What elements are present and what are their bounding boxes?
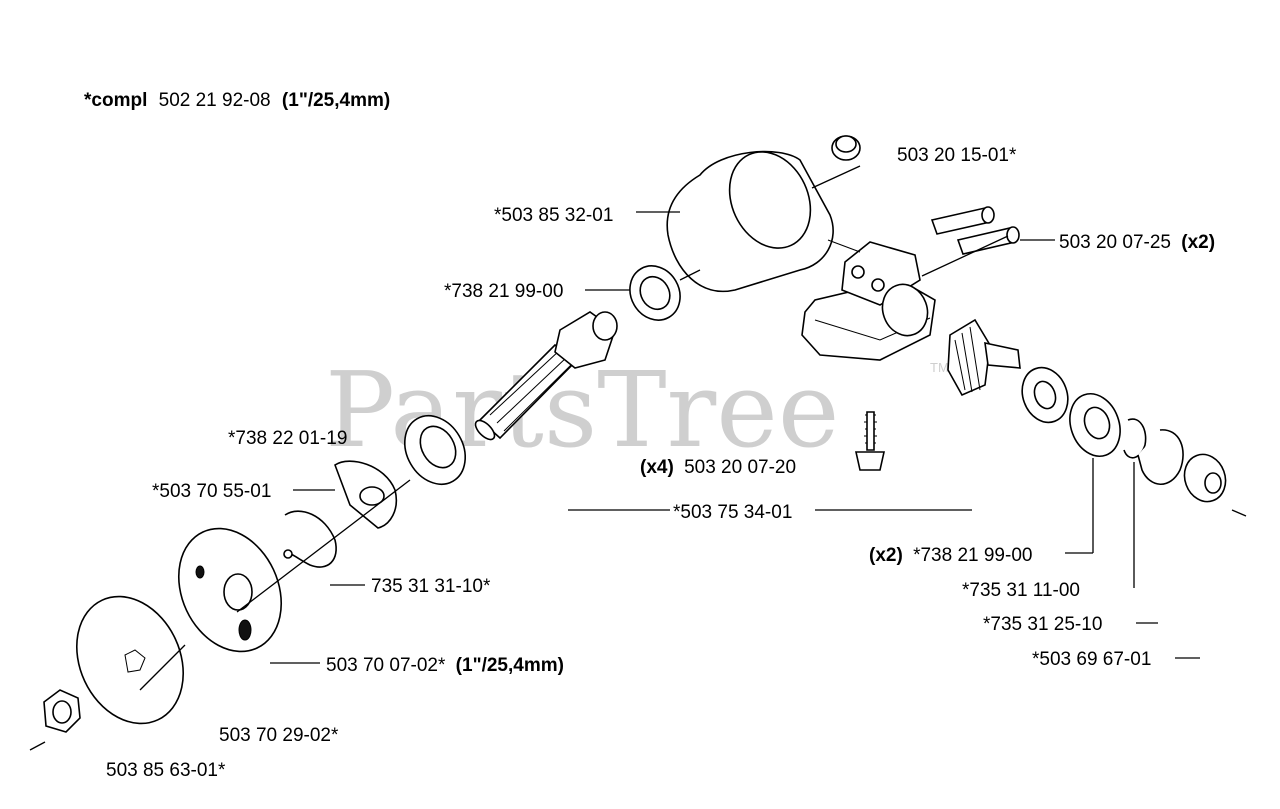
- nut-part: [43, 689, 81, 733]
- seal-part: [404, 415, 466, 485]
- header-size: (1"/25,4mm): [282, 90, 390, 111]
- watermark-text: PartsTree: [325, 349, 839, 471]
- circlip-left-part: [283, 510, 337, 568]
- label-bearing-pair-number: *738 21 99-00: [913, 545, 1032, 566]
- label-screw-four-qty: (x4): [640, 457, 674, 478]
- label-support-cup: 503 70 29-02*: [219, 725, 339, 746]
- screw-pair-part: [930, 206, 1020, 255]
- label-drive-disc: 503 70 07-02* (1"/25,4mm): [326, 655, 564, 676]
- label-gear-set: *503 75 34-01: [673, 502, 792, 523]
- label-seal: *738 22 01-19: [228, 428, 347, 449]
- label-circlip-left: 735 31 31-10*: [371, 576, 491, 597]
- label-plug: 503 20 15-01*: [897, 145, 1017, 166]
- label-screw-pair: 503 20 07-25 (x2): [1059, 232, 1215, 253]
- header-number: 502 21 92-08: [159, 90, 271, 111]
- label-circlip-right: *735 31 11-00: [962, 580, 1080, 601]
- label-circlip-ring: *735 31 25-10: [983, 614, 1102, 635]
- bearing-top-part: [629, 265, 681, 321]
- bearing-pair-part: [1021, 366, 1121, 457]
- label-drive-disc-number: 503 70 07-02*: [326, 655, 446, 676]
- label-washer: *503 70 55-01: [152, 481, 271, 502]
- watermark-tm: TM: [930, 360, 949, 375]
- label-nut: 503 85 63-01*: [106, 760, 226, 781]
- gear-housing: [666, 150, 936, 361]
- plug-part: [831, 135, 861, 161]
- label-drive-disc-size: (1"/25,4mm): [456, 655, 564, 676]
- leader-lines: [29, 165, 1247, 751]
- end-cap-part: [1183, 453, 1227, 503]
- label-screw-four-number: 503 20 07-20: [684, 457, 796, 478]
- label-bearing-pair: (x2) *738 21 99-00: [869, 545, 1032, 566]
- support-cup-part: [75, 595, 185, 725]
- bevel-gear-part: [947, 318, 1021, 397]
- label-end-cap: *503 69 67-01: [1032, 649, 1151, 670]
- assembly-header: *compl 502 21 92-08 (1"/25,4mm): [84, 90, 390, 111]
- screw-four-part: [855, 411, 885, 471]
- circlip-right-part: [1123, 418, 1184, 486]
- label-housing: *503 85 32-01: [494, 205, 613, 226]
- label-bearing-top: *738 21 99-00: [444, 281, 563, 302]
- washer-part: [334, 460, 397, 529]
- label-screw-pair-number: 503 20 07-25: [1059, 232, 1171, 253]
- label-screw-pair-qty: (x2): [1181, 232, 1215, 253]
- drive-disc-part: [177, 527, 283, 653]
- label-screw-four: (x4) 503 20 07-20: [640, 457, 796, 478]
- pinion-shaft-part: [474, 311, 618, 441]
- label-bearing-pair-qty: (x2): [869, 545, 903, 566]
- header-prefix: *compl: [84, 90, 147, 111]
